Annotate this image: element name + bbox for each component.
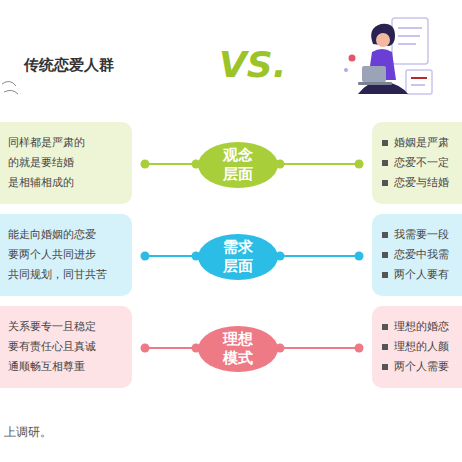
trait-text: 关系要专一且稳定 [8, 317, 124, 337]
connector [276, 160, 364, 169]
trait-box: 理想的婚恋理想的人颜两个人需要 [372, 306, 462, 388]
scribble [2, 81, 18, 94]
trait-text: 恋爱不一定 [380, 153, 462, 173]
connector [141, 252, 201, 261]
trait-text: 是相辅相成的 [8, 173, 124, 193]
trait-text: 共同规划，同甘共苦 [8, 265, 124, 285]
trait-box: 关系要专一且稳定要有责任心且真诚通顺畅互相尊重 [0, 306, 132, 388]
person-illustration [344, 18, 432, 94]
category-label: 观念 层面 [222, 146, 254, 184]
connector [141, 160, 201, 169]
trait-text: 恋爱中我需 [380, 245, 462, 265]
caption: 上调研。 [4, 424, 52, 441]
trait-text: 婚姻是严肃 [380, 133, 462, 153]
group-title: 传统恋爱人群 [24, 56, 114, 75]
trait-box: 同样都是严肃的的就是要结婚是相辅相成的 [0, 122, 132, 204]
vs-label: VS. [219, 44, 286, 85]
category-label: 需求 层面 [222, 238, 254, 276]
trait-text: 要两个人共同进步 [8, 245, 124, 265]
category-oval: 理想 模式 [198, 326, 278, 372]
connector [276, 252, 364, 261]
trait-text: 要有责任心且真诚 [8, 337, 124, 357]
trait-box: 能走向婚姻的恋爱要两个人共同进步共同规划，同甘共苦 [0, 214, 132, 296]
trait-text: 同样都是严肃的 [8, 133, 124, 153]
trait-box: 我需要一段恋爱中我需两个人要有 [372, 214, 462, 296]
trait-text: 理想的婚恋 [380, 317, 462, 337]
trait-box: 婚姻是严肃恋爱不一定恋爱与结婚 [372, 122, 462, 204]
trait-text: 恋爱与结婚 [380, 173, 462, 193]
connector [141, 344, 201, 353]
category-oval: 观念 层面 [198, 142, 278, 188]
connector [276, 344, 364, 353]
trait-text: 两个人需要 [380, 357, 462, 377]
category-label: 理想 模式 [222, 330, 254, 368]
trait-text: 能走向婚姻的恋爱 [8, 225, 124, 245]
trait-text: 我需要一段 [380, 225, 462, 245]
trait-text: 通顺畅互相尊重 [8, 357, 124, 377]
trait-text: 两个人要有 [380, 265, 462, 285]
category-oval: 需求 层面 [198, 234, 278, 280]
trait-text: 的就是要结婚 [8, 153, 124, 173]
trait-text: 理想的人颜 [380, 337, 462, 357]
